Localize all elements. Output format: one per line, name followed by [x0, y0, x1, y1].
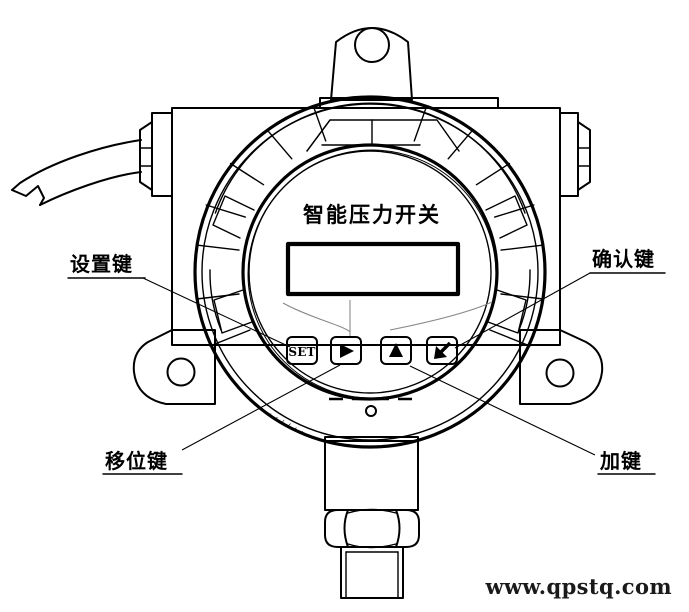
process-connection: [324, 436, 420, 599]
button-set-label: SET: [288, 345, 315, 359]
threaded-stem: [340, 546, 404, 599]
faceplate-screw: [365, 405, 377, 417]
bezel-knurl-ribs: [196, 105, 544, 347]
callout-shift-key: 移位键: [102, 449, 183, 475]
leader-increment-key: [409, 365, 596, 456]
site-watermark: www.qpstq.com: [484, 574, 672, 599]
left-ear-hole: [166, 357, 196, 387]
callout-increment-key: 加键: [597, 449, 656, 475]
lcd-display: [285, 241, 461, 297]
label-edge-curves: [282, 300, 493, 336]
top-mounting-bracket: [330, 27, 413, 101]
callout-shift-key-text: 移位键: [105, 449, 168, 473]
arrow-down-left-icon: [434, 341, 452, 359]
button-set[interactable]: SET: [286, 336, 318, 365]
bracket-hole: [354, 27, 390, 63]
faceplate-title: 智能压力开关: [303, 203, 441, 227]
right-cable-gland: [559, 112, 591, 197]
power-cable: [11, 139, 142, 206]
triangle-up-icon: [389, 343, 403, 357]
faceplate: 智能压力开关: [282, 203, 493, 336]
mounting-ears: [132, 329, 604, 405]
callout-increment-key-text: 加键: [599, 449, 642, 473]
cover-bezel-ring: [193, 95, 547, 449]
right-ear-hole: [545, 358, 575, 388]
callout-set-key-text: 设置键: [70, 252, 133, 276]
lower-faceplate-marks: [329, 397, 420, 417]
callout-confirm-key-text: 确认键: [592, 247, 655, 271]
leader-shift-key: [181, 364, 341, 451]
callout-set-key: 设置键: [67, 252, 146, 279]
callout-leaders: [142, 272, 596, 456]
bezel-top-panels: [306, 119, 460, 152]
triangle-right-icon: [340, 344, 354, 358]
keypad: SET: [286, 336, 458, 365]
button-shift[interactable]: [330, 336, 362, 365]
bezel-lower-wedges: [212, 195, 528, 334]
button-enter[interactable]: [426, 336, 458, 365]
leader-confirm-key: [454, 272, 591, 349]
button-increment[interactable]: [380, 336, 412, 365]
leader-set-key: [142, 277, 291, 348]
callout-confirm-key: 确认键: [589, 247, 666, 274]
left-cable-gland: [139, 112, 173, 197]
